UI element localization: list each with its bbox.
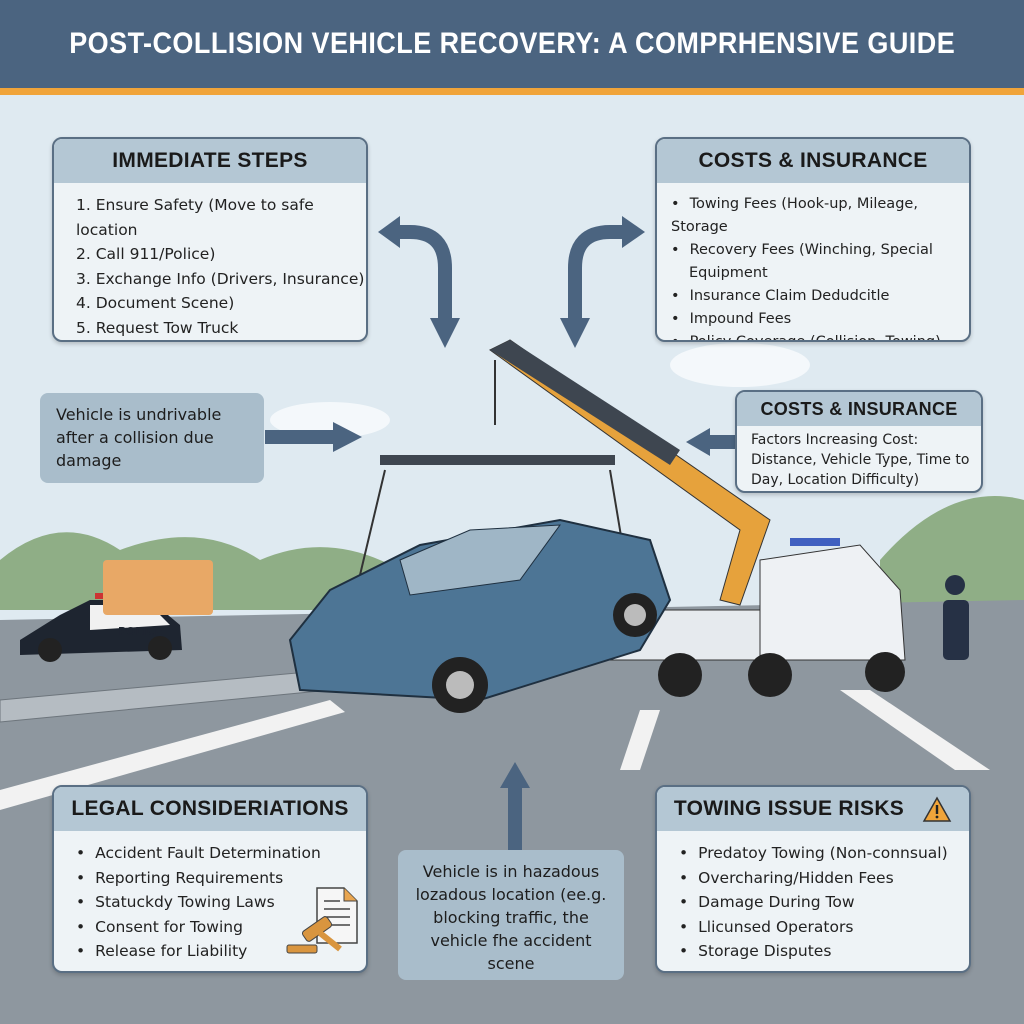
list-item: Reporting Requirements: [76, 866, 366, 891]
costs-insurance-card: COSTS & INSURANCE Towing Fees (Hook-up, …: [655, 137, 971, 342]
police-label: POLICE: [118, 625, 162, 638]
list-item: Damage During Tow: [679, 890, 969, 915]
list-item: Impound Fees: [671, 308, 969, 331]
list-item: Predatoy Towing (Non-connsual): [679, 841, 969, 866]
list-item: Overcharing/Hidden Fees: [679, 866, 969, 891]
warning-icon: [922, 795, 952, 822]
list-item: Insurance Claim Dedudcitle: [671, 285, 969, 308]
list-item: 4. Document Scene): [76, 294, 235, 312]
accent-stripe: [0, 88, 1024, 95]
towing-risks-card: TOWING ISSUE RISKS Predatoy Towing (Non-…: [655, 785, 971, 973]
page-title: POST-COLLISION VEHICLE RECOVERY: A COMPR…: [69, 27, 955, 60]
list-item: Recovery Fees (Winching, Special Equipme…: [671, 239, 969, 285]
card-heading: COSTS & INSURANCE: [657, 139, 969, 183]
undrivable-note: Vehicle is undrivable after a collision …: [40, 393, 264, 483]
cost-factors-text: Factors Increasing Cost: Distance, Vehic…: [751, 432, 970, 488]
damaged-car: [288, 518, 672, 713]
police-officer: [943, 575, 969, 660]
card-heading: LEGAL CONSIDERIATIONS: [54, 787, 366, 831]
arrow-heads: [333, 216, 710, 788]
cost-factors-card: COSTS & INSURANCE Factors Increasing Cos…: [735, 390, 983, 493]
card-heading: TOWING ISSUE RISKS: [657, 787, 969, 831]
list-item: Storage Disputes: [679, 939, 969, 964]
truck-background: [103, 560, 213, 615]
list-item: Llicunsed Operators: [679, 915, 969, 940]
card-heading: COSTS & INSURANCE: [737, 392, 981, 426]
list-item: Towing Fees (Hook-up, Mileage, Storage: [671, 193, 969, 239]
list-item: Policy Coverage (Collision, Towing): [671, 331, 969, 340]
gavel-document-icon: [286, 887, 358, 954]
list-item: 3. Exchange Info (Drivers, Insurance): [76, 269, 365, 288]
title-banner: POST-COLLISION VEHICLE RECOVERY: A COMPR…: [0, 0, 1024, 88]
list-item: 1. Ensure Safety (Move to safe location: [76, 196, 314, 239]
list-item: Consent for Towing: [76, 915, 366, 940]
list-item: 5. Request Tow Truck: [76, 318, 239, 337]
card-heading: IMMEDIATE STEPS: [54, 139, 366, 183]
list-item: 2. Call 911/Police): [76, 245, 216, 263]
card-heading-text: TOWING ISSUE RISKS: [673, 797, 905, 820]
list-item: Accident Fault Determination: [76, 841, 366, 866]
immediate-steps-card: IMMEDIATE STEPS 1. Ensure Safety (Move t…: [52, 137, 368, 342]
legal-considerations-card: LEGAL CONSIDERIATIONS Accident Fault Det…: [52, 785, 368, 973]
list-item: Statuckdy Towing Laws: [76, 890, 366, 915]
hazardous-location-note: Vehicle is in hazadous lozadous location…: [398, 850, 624, 980]
list-item: Release for Liability: [76, 939, 366, 964]
